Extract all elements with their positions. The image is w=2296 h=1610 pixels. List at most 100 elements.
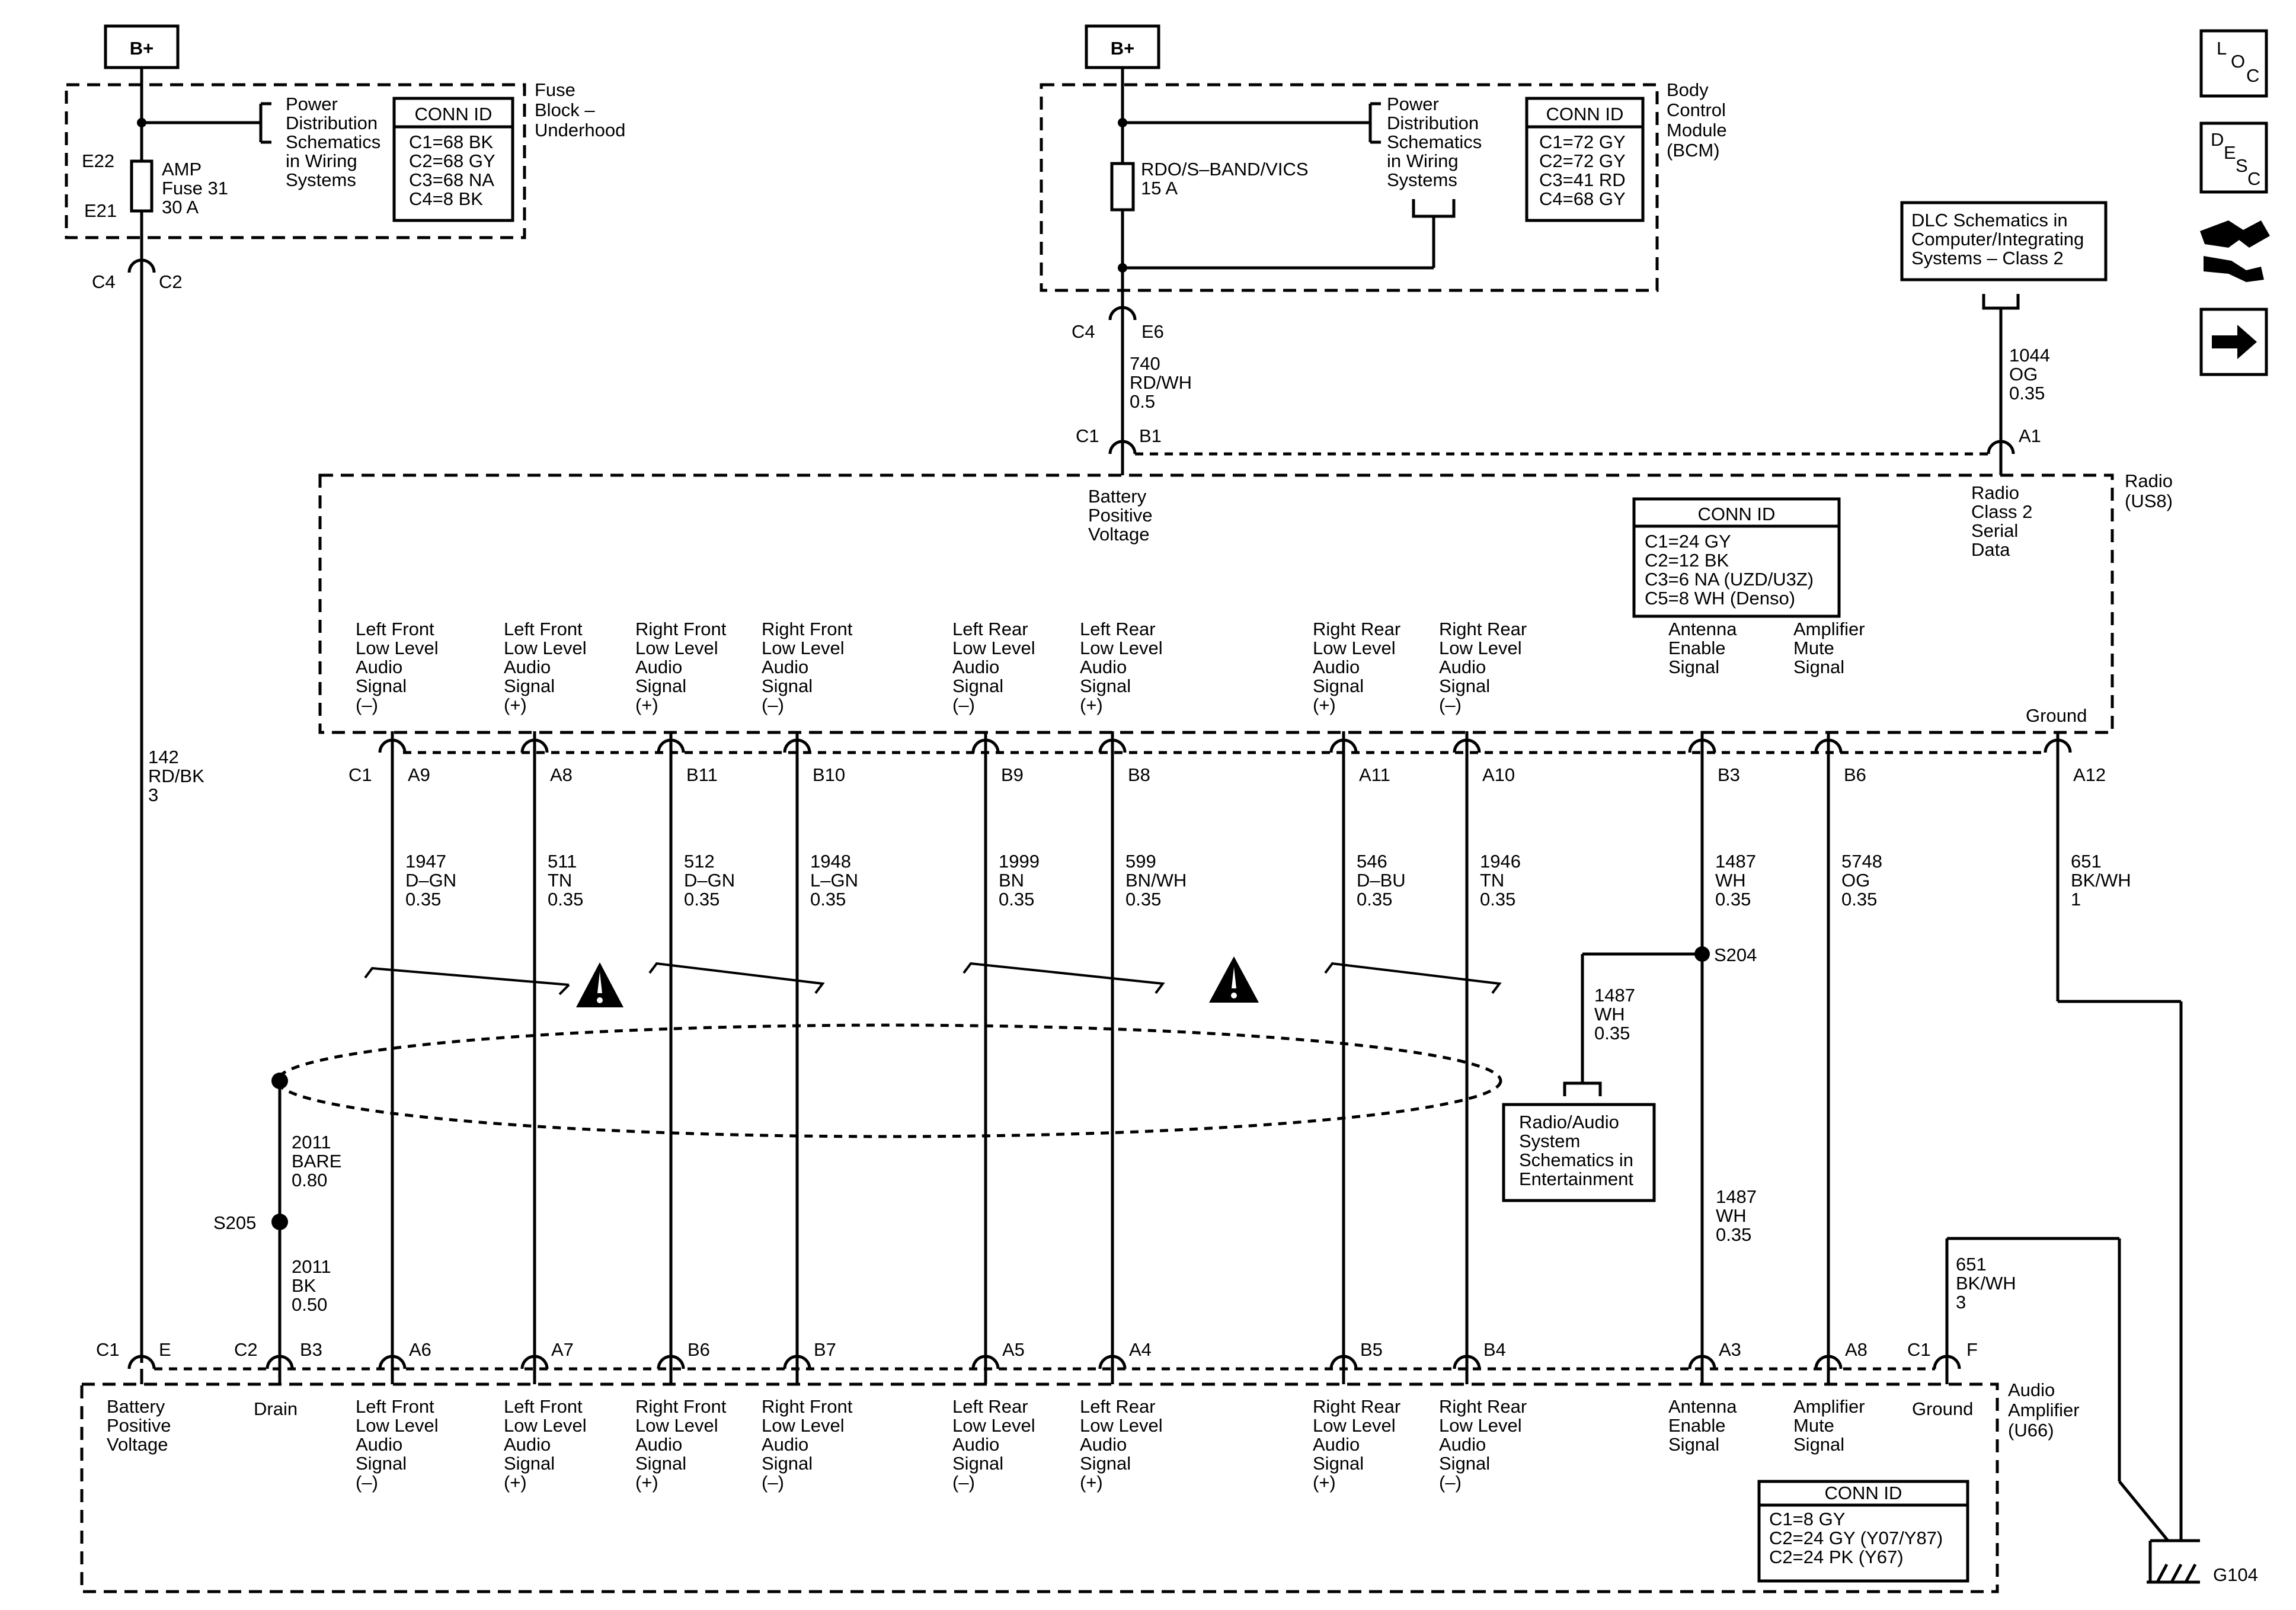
amp-pin-connector <box>1453 1355 1481 1369</box>
audio-amplifier-u66: Audio Amplifier (U66) C1 E C2 B3 C1 F Ba… <box>80 1339 2080 1593</box>
conn-c4: C4 <box>92 271 116 292</box>
amp-pin-label: B7 <box>814 1339 836 1360</box>
amplifier-outline <box>80 1382 1999 1593</box>
radio-pin-label: B3 <box>1718 764 1740 785</box>
amp-pin-label: A5 <box>1002 1339 1025 1360</box>
radio-pin-label: A11 <box>1359 764 1390 785</box>
amp-pin-label: A8 <box>1845 1339 1868 1360</box>
amp-pin-connector <box>1688 1355 1716 1369</box>
connector-c1-f <box>1933 1355 1961 1369</box>
wire-2011-bk-label: 2011 BK 0.50 <box>292 1256 336 1315</box>
amp-pin-connector <box>520 1355 549 1369</box>
amp-pin-label: B4 <box>1483 1339 1506 1360</box>
amp-pin-connector <box>1329 1355 1358 1369</box>
radio-outline <box>318 473 2114 734</box>
svg-text:S: S <box>2236 155 2248 176</box>
amp-pin-connector <box>971 1355 1000 1369</box>
radio-audio-ref-box <box>1502 1103 1656 1202</box>
fuse-block-underhood: B+ Fuse Block – Underhood Power Distribu… <box>65 24 625 1363</box>
wire-651-bottom-label: 651 BK/WH 3 <box>1956 1254 2021 1313</box>
radio-pin-label: B8 <box>1128 764 1150 785</box>
pin-c2: C2 <box>159 271 183 292</box>
radio-audio-ref: Radio/Audio System Schematics in Enterta… <box>1519 1112 1639 1189</box>
next-arrow-icon[interactable] <box>2199 308 2268 376</box>
wire-2011-bare-label: 2011 BARE 0.80 <box>292 1132 347 1190</box>
svg-text:O: O <box>2231 51 2245 72</box>
amp-pin-label: A4 <box>1129 1339 1152 1360</box>
amp-pin-connector <box>1098 1355 1127 1369</box>
b-plus-label: B+ <box>1111 38 1135 59</box>
splice-s205 <box>271 1214 288 1230</box>
ground-g104-label: G104 <box>2213 1564 2258 1585</box>
power-ref-bracket <box>259 102 271 144</box>
amp-pin-label: B6 <box>687 1339 710 1360</box>
radio-pin-label: B10 <box>813 764 845 785</box>
conn-id-table-bcm <box>1525 97 1645 222</box>
side-icons: L O C D E S C <box>2199 29 2270 376</box>
fuse-30a <box>130 159 154 213</box>
amp-pin-connector <box>1814 1355 1843 1369</box>
amp-conn-c2: C2 <box>234 1339 258 1360</box>
bcm-outline <box>1040 83 1659 292</box>
pin-a1: A1 <box>2019 425 2041 446</box>
amp-drain-label: Drain <box>254 1398 298 1419</box>
amp-pin-connector <box>378 1355 407 1369</box>
bcm-title: Body Control Module (BCM) <box>1667 79 1732 161</box>
radio-ground-label: Ground <box>2026 705 2087 726</box>
shield-drain-ellipse <box>276 1023 1502 1138</box>
radio-battery-label: Battery Positive Voltage <box>1088 486 1157 545</box>
conn-id-title: CONN ID <box>1698 504 1776 524</box>
radio-pin-label: B6 <box>1844 764 1866 785</box>
power-ref-bcm: Power Distribution Schematics in Wiring … <box>1387 94 1487 190</box>
connector-a1 <box>1987 440 2015 454</box>
desc-icon[interactable]: D E S C <box>2199 121 2268 194</box>
body-control-module: B+ Body Control Module (BCM) Power Distr… <box>1040 24 1732 454</box>
b-plus-label: B+ <box>130 38 154 59</box>
radio-pin-label: A12 <box>2073 764 2106 785</box>
wire-1487-branch-label: 1487 WH 0.35 <box>1594 985 1641 1044</box>
fuse-block-outline <box>65 83 526 239</box>
power-ref-fuse: Power Distribution Schematics in Wiring … <box>286 94 386 190</box>
loc-icon[interactable]: L O C <box>2199 29 2268 98</box>
connector-tool-icon[interactable] <box>2200 220 2270 282</box>
drain-wire: S205 2011 BARE 0.80 2011 BK 0.50 <box>213 1073 347 1369</box>
fuse-rdo-label: RDO/S–BAND/VICS 15 A <box>1141 159 1313 199</box>
wire-1487-lower-label: 1487 WH 0.35 <box>1716 1186 1762 1245</box>
splice-s205-label: S205 <box>213 1212 256 1233</box>
wire-1044-label: 1044 OG 0.35 <box>2009 345 2055 404</box>
conn-c4: C4 <box>1072 321 1095 342</box>
amp-pin-connector <box>657 1355 685 1369</box>
conn-id-list-radio: C1=24 GY C2=12 BK C3=6 NA (UZD/U3Z) C5=8… <box>1645 531 1819 609</box>
wire-740-label: 740 RD/WH 0.5 <box>1130 353 1197 412</box>
radio-pin-label: B11 <box>686 764 718 785</box>
amp-pin-f: F <box>1966 1339 1978 1360</box>
radio-us8: C1 B1 A1 Radio (US8) Battery Positive Vo… <box>318 425 2173 785</box>
conn-id-table-amplifier <box>1757 1480 1969 1583</box>
amp-pin-label: A3 <box>1719 1339 1741 1360</box>
radio-serial-label: Radio Class 2 Serial Data <box>1971 482 2038 560</box>
amp-pin-label: B5 <box>1360 1339 1383 1360</box>
radio-bottom-conn-c1: C1 <box>348 764 372 785</box>
wire-142-label: 142 RD/BK 3 <box>148 747 209 805</box>
